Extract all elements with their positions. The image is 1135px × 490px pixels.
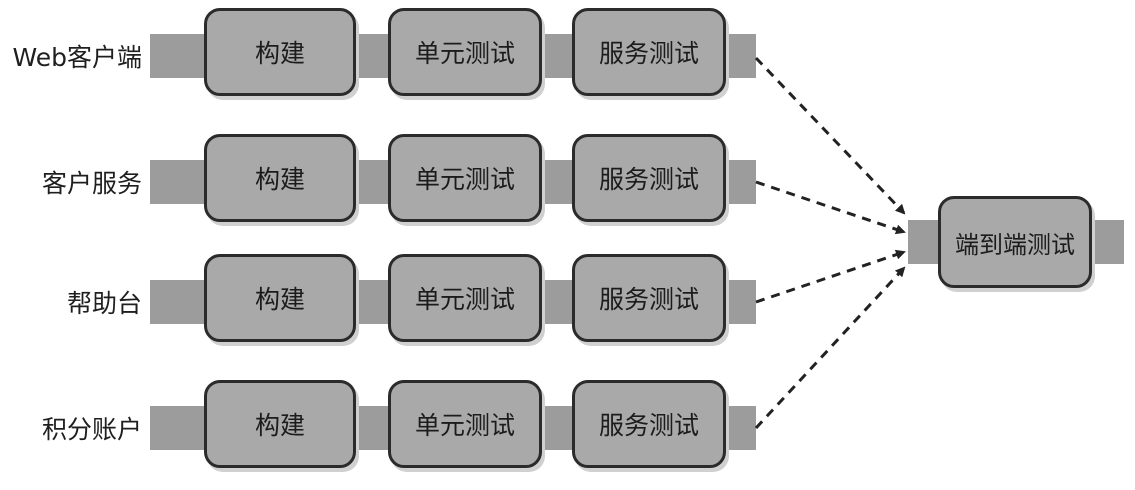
build-stage: 构建 [204,254,356,342]
pipeline-label: 客户服务 [41,169,142,198]
pipeline-row-points-account: 积分账户 构建 单元测试 服务测试 [0,378,800,478]
service-test-stage: 服务测试 [572,8,726,96]
pipeline-row-helpdesk: 帮助台 构建 单元测试 服务测试 [0,252,800,352]
service-test-stage: 服务测试 [572,134,726,222]
pipeline-label: 帮助台 [66,289,142,318]
unit-test-stage: 单元测试 [388,380,542,468]
arrow-helpdesk-to-e2e [755,249,906,304]
service-test-stage: 服务测试 [572,254,726,342]
unit-test-stage: 单元测试 [388,134,542,222]
end-to-end-test-stage: 端到端测试 [938,196,1092,288]
build-stage: 构建 [204,134,356,222]
arrow-customer-service-to-e2e [755,180,906,235]
arrow-web-client-to-e2e [754,56,906,215]
pipeline-label: Web客户端 [12,43,142,72]
unit-test-stage: 单元测试 [388,254,542,342]
service-test-stage: 服务测试 [572,380,726,468]
build-stage: 构建 [204,380,356,468]
pipeline-row-web-client: Web客户端 构建 单元测试 服务测试 [0,6,800,106]
unit-test-stage: 单元测试 [388,8,542,96]
arrow-points-account-to-e2e [754,266,906,430]
pipeline-row-customer-service: 客户服务 构建 单元测试 服务测试 [0,132,800,232]
pipeline-label: 积分账户 [41,415,142,444]
build-stage: 构建 [204,8,356,96]
